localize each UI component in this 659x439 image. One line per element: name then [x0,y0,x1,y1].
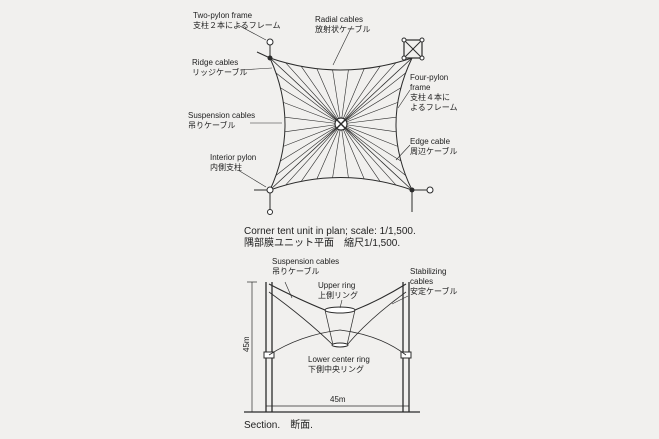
radial-cable [340,123,349,178]
radial-cable [340,72,406,125]
pylon-node [267,209,273,215]
top-edge-cable [269,57,413,71]
label-four-pylon-frame-2: frame [410,83,431,92]
radial-cable [275,72,342,125]
height-dimension [247,281,257,413]
label-ridge-cables-jp: リッジケーブル [192,67,248,77]
radial-cable [340,87,402,125]
pylon-node [426,186,434,194]
label-section-suspension-cables: Suspension cables [272,257,339,266]
radial-cable [285,123,342,186]
label-two-pylon-frame: Two-pylon frame [193,11,253,20]
label-four-pylon-frame-jp: 支柱４本に [410,92,450,102]
left-pylon [263,282,275,412]
label-width-45m: 45m [330,395,346,404]
label-section-suspension-cables-jp: 吊りケーブル [272,266,320,276]
label-lower-center-ring-jp: 下側中央リング [308,364,364,374]
label-lower-center-ring: Lower center ring [308,355,370,364]
radial-cable [340,62,397,125]
label-stabilizing-cables-jp: 安定ケーブル [410,286,458,296]
radial-cables [275,62,406,186]
section-view: Suspension cables 吊りケーブル Upper ring 上側リン… [242,257,458,431]
right-pylon [400,282,412,412]
radial-cable [340,102,398,125]
plan-leaders [237,24,411,188]
radial-cable [340,69,349,125]
radial-cable [340,123,402,162]
radial-cable [280,123,342,162]
label-upper-ring-jp: 上側リング [318,290,358,300]
radial-cable [280,87,342,125]
label-suspension-cables-jp: 吊りケーブル [188,120,236,130]
stabilizing-cable [324,309,334,346]
label-upper-ring: Upper ring [318,281,355,290]
membrane-lower-edge [268,329,407,356]
radial-cable [340,123,365,180]
radial-cable [340,66,381,125]
label-stabilizing-cables: Stabilizing [410,267,446,276]
radial-cable [300,123,342,182]
label-four-pylon-frame-jp-2: よるフレーム [410,103,458,112]
label-ridge-cables: Ridge cables [192,58,238,67]
stabilizing-cable [346,309,356,346]
radial-cable [285,62,342,125]
section-caption: Section. 断面. [244,418,313,431]
left-edge-cable [269,57,286,191]
lower-center-ring [331,342,349,348]
suspension-cable [346,291,407,346]
radial-cable [340,123,398,147]
radial-cable [332,69,342,125]
label-interior-pylon: Interior pylon [210,153,256,162]
radial-cable [284,123,342,133]
plan-caption-jp: 隅部膜ユニット平面 縮尺1/1,500. [244,236,400,249]
two-pylon-frame-node [266,38,274,46]
label-edge-cable: Edge cable [410,137,451,146]
radial-cable [332,123,342,178]
four-pylon-frame [401,37,425,61]
pylon-node [409,187,415,193]
radial-cable [283,123,342,147]
radial-cable [316,123,342,180]
label-four-pylon-frame: Four-pylon [410,73,448,82]
radial-cable [340,123,381,182]
plan-caption: Corner tent unit in plan; scale: 1/1,500… [244,226,416,237]
central-ring [334,117,348,131]
label-stabilizing-cables-2: cables [410,277,433,286]
radial-cable [284,116,342,125]
bottom-edge-cable [269,177,413,191]
right-edge-cable [395,57,413,191]
label-radial-cables: Radial cables [315,15,363,24]
radial-cable [316,68,342,125]
label-two-pylon-frame-jp: 支柱２本によるフレーム [193,20,281,30]
plan-view: Two-pylon frame 支柱２本によるフレーム Radial cable… [188,11,458,249]
label-suspension-cables: Suspension cables [188,111,255,120]
label-interior-pylon-jp: 内側支柱 [210,162,242,172]
radial-cable [340,123,406,176]
suspension-cable [268,291,334,346]
radial-cable [275,123,342,176]
label-height-45m: 45m [242,336,251,352]
radial-cable [340,68,365,125]
interior-pylon-node [266,186,274,194]
radial-cable [340,123,397,133]
radial-cable [283,102,342,125]
radial-cable [340,123,397,186]
section-leaders [284,281,409,309]
radial-cable [300,66,342,125]
label-radial-cables-jp: 放射状ケーブル [315,24,371,34]
width-dimension [265,401,410,410]
pylon-node [267,55,273,61]
radial-cable [340,116,397,125]
label-edge-cable-jp: 周辺ケーブル [410,146,458,156]
